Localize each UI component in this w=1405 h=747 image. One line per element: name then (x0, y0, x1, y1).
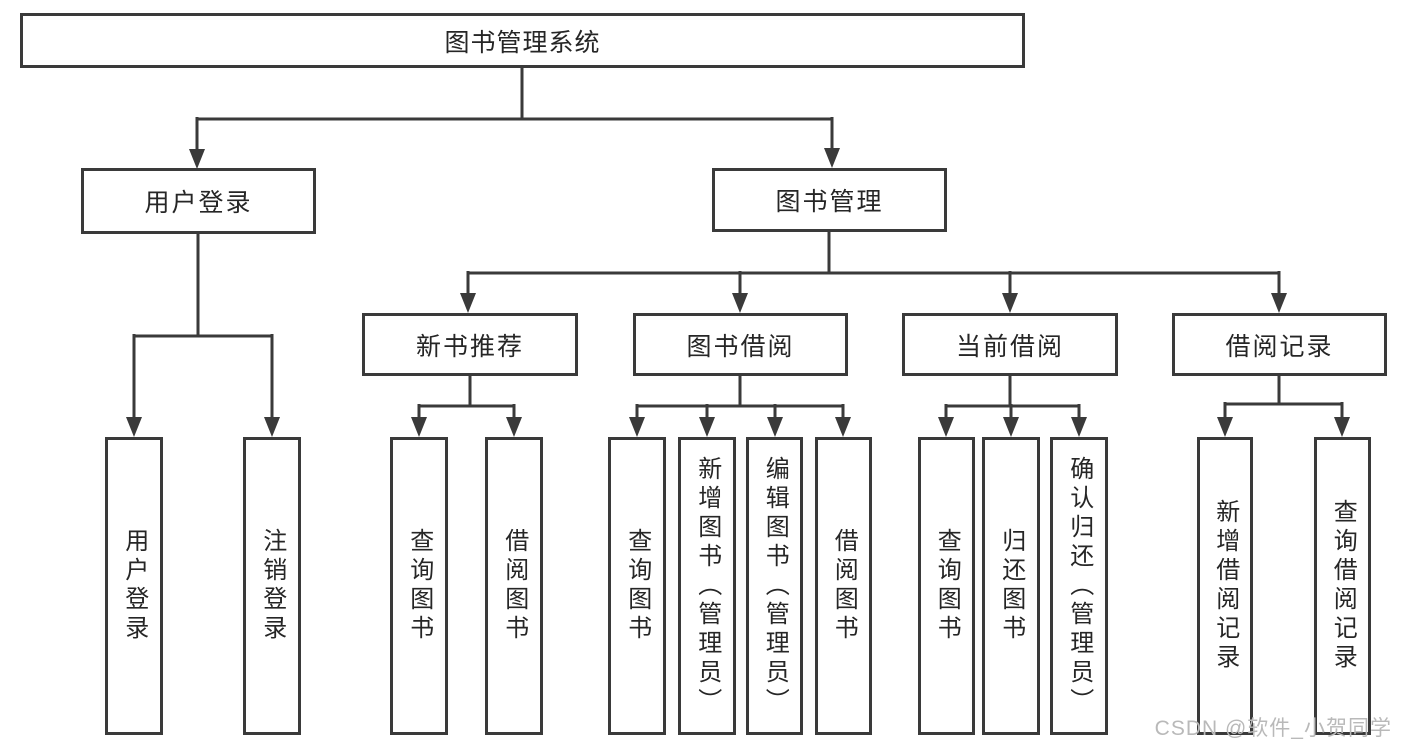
leaf-label: 用户登录 (120, 528, 148, 644)
node-new-book-recommendation: 新书推荐 (362, 313, 578, 376)
node-label: 借阅记录 (1225, 332, 1334, 361)
leaf-borrow-books-recommend: 借阅图书 (485, 437, 543, 735)
leaf-query-books-current: 查询图书 (918, 437, 975, 735)
leaf-query-books-recommend: 查询图书 (390, 437, 448, 735)
node-label: 图书借阅 (686, 332, 795, 361)
leaf-add-borrow-record: 新增借阅记录 (1197, 437, 1253, 735)
leaf-label: 查询图书 (933, 528, 961, 644)
leaf-label: 借阅图书 (500, 528, 528, 644)
node-label: 图书管理 (775, 188, 884, 216)
node-label: 图书管理系统 (444, 28, 601, 57)
leaf-label: 查询图书 (623, 528, 651, 644)
leaf-label: 编辑图书（管理员） (761, 455, 789, 717)
leaf-label: 新增图书（管理员） (693, 455, 721, 717)
leaf-query-borrow-record: 查询借阅记录 (1314, 437, 1371, 735)
leaf-label: 新增借阅记录 (1211, 499, 1239, 673)
node-user-login: 用户登录 (81, 168, 316, 234)
leaf-user-login: 用户登录 (105, 437, 163, 735)
node-book-management: 图书管理 (712, 168, 947, 232)
leaf-confirm-return-admin: 确认归还（管理员） (1050, 437, 1108, 735)
leaf-label: 确认归还（管理员） (1065, 455, 1093, 717)
node-borrowing-records: 借阅记录 (1172, 313, 1387, 376)
node-library-management-system: 图书管理系统 (20, 13, 1025, 68)
leaf-label: 注销登录 (258, 528, 286, 644)
leaf-label: 借阅图书 (830, 528, 858, 644)
leaf-label: 归还图书 (997, 528, 1025, 644)
node-label: 新书推荐 (415, 332, 524, 361)
leaf-edit-book-admin: 编辑图书（管理员） (746, 437, 803, 735)
leaf-query-books-borrow: 查询图书 (608, 437, 666, 735)
node-book-borrowing: 图书借阅 (633, 313, 848, 376)
node-label: 用户登录 (144, 189, 253, 217)
leaf-borrow-books: 借阅图书 (815, 437, 872, 735)
leaf-return-book: 归还图书 (982, 437, 1040, 735)
node-current-borrowing: 当前借阅 (902, 313, 1118, 376)
leaf-add-book-admin: 新增图书（管理员） (678, 437, 736, 735)
leaf-label: 查询图书 (405, 528, 433, 644)
csdn-watermark: CSDN @软件_小贺同学 (1154, 717, 1392, 740)
node-label: 当前借阅 (955, 332, 1064, 361)
leaf-label: 查询借阅记录 (1329, 499, 1357, 673)
arrowheads (126, 148, 1350, 437)
leaf-logout: 注销登录 (243, 437, 301, 735)
